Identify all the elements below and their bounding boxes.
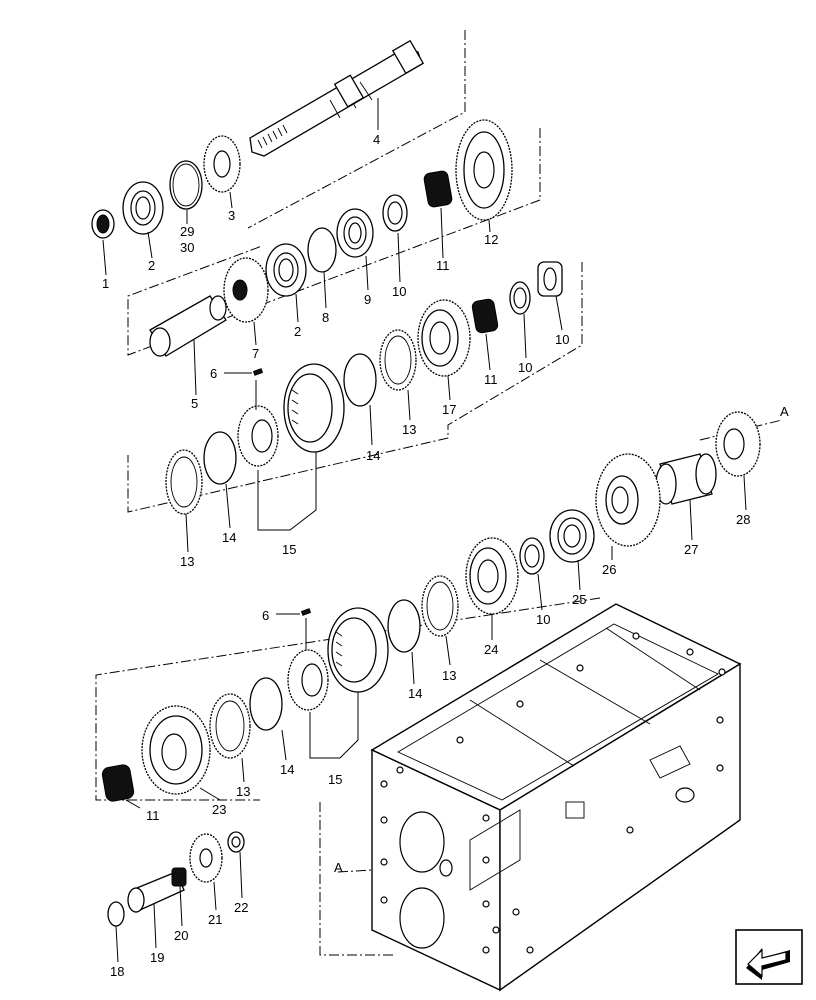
bearing-25 xyxy=(549,509,595,591)
callout-labels: 1 2 29 30 3 4 12 11 9 10 8 2 7 5 6 10 10… xyxy=(102,132,789,979)
callout-10: 10 xyxy=(392,284,406,299)
gear-23 xyxy=(141,705,221,801)
callout-29: 29 xyxy=(180,224,194,239)
gear-17 xyxy=(417,299,471,401)
callout-17: 17 xyxy=(442,402,456,417)
transmission-housing xyxy=(370,603,742,992)
callout-26: 26 xyxy=(602,562,616,577)
callout-28: 28 xyxy=(736,512,750,527)
gear-24 xyxy=(465,537,519,640)
callout-9: 9 xyxy=(364,292,371,307)
callout-12: 12 xyxy=(484,232,498,247)
callout-15: 15 xyxy=(282,542,296,557)
gear-28 xyxy=(715,411,761,511)
bushing-27 xyxy=(655,453,717,541)
shaft-19 xyxy=(127,871,185,949)
gear-3 xyxy=(203,135,241,209)
gear-7 xyxy=(223,257,269,346)
callout-20: 20 xyxy=(174,928,188,943)
callout-11: 11 xyxy=(436,258,450,273)
callout-10: 10 xyxy=(536,612,550,627)
bearing-9 xyxy=(336,208,374,291)
pin-6b xyxy=(276,608,312,616)
return-arrow-icon[interactable] xyxy=(735,929,803,985)
bearing-2-mid xyxy=(265,243,307,323)
bushing-10d xyxy=(519,537,545,611)
callout-11: 11 xyxy=(146,808,160,823)
callout-14: 14 xyxy=(366,448,380,463)
callout-8: 8 xyxy=(322,310,329,325)
sync-ring-13b xyxy=(165,449,203,553)
needle-bearing-11b xyxy=(471,298,499,371)
callout-10: 10 xyxy=(555,332,569,347)
callout-11: 11 xyxy=(484,372,498,387)
callout-21: 21 xyxy=(208,912,222,927)
snap-ring-18 xyxy=(107,901,125,963)
callout-13: 13 xyxy=(442,668,456,683)
sync-ring-13d xyxy=(209,693,251,783)
callout-3: 3 xyxy=(228,208,235,223)
sync-ring-13a xyxy=(379,329,417,421)
callout-14: 14 xyxy=(222,530,236,545)
hub-15a xyxy=(237,380,317,531)
callout-7: 7 xyxy=(252,346,259,361)
gear-12 xyxy=(455,119,513,233)
callout-13: 13 xyxy=(180,554,194,569)
sync-ring-13c xyxy=(421,575,459,666)
callout-4: 4 xyxy=(373,132,380,147)
snap-ring-14a xyxy=(343,353,377,446)
callout-22: 22 xyxy=(234,900,248,915)
callout-2: 2 xyxy=(294,324,301,339)
callout-15: 15 xyxy=(328,772,342,787)
callout-14: 14 xyxy=(280,762,294,777)
callout-10: 10 xyxy=(518,360,532,375)
callout-6: 6 xyxy=(210,366,217,381)
bushing-10c xyxy=(537,261,563,331)
bushing-22 xyxy=(227,831,245,899)
callout-27: 27 xyxy=(684,542,698,557)
bearing-2-top xyxy=(122,181,164,259)
housing-bolt-holes xyxy=(380,632,726,954)
needle-bearing-11c xyxy=(101,764,141,809)
needle-bearing-20 xyxy=(171,867,187,927)
pin-6a xyxy=(224,368,264,376)
callout-13: 13 xyxy=(402,422,416,437)
callout-6: 6 xyxy=(262,608,269,623)
bushing-10b xyxy=(509,281,531,359)
callout-24: 24 xyxy=(484,642,498,657)
needle-bearing-11a xyxy=(423,170,453,259)
snap-ring-29 xyxy=(169,160,203,224)
coupler-15b xyxy=(327,607,389,693)
callout-1: 1 xyxy=(102,276,109,291)
main-shaft xyxy=(249,39,425,157)
callout-2: 2 xyxy=(148,258,155,273)
callout-23: 23 xyxy=(212,802,226,817)
callout-25: 25 xyxy=(572,592,586,607)
callout-5: 5 xyxy=(191,396,198,411)
snap-ring-8 xyxy=(307,227,337,309)
snap-ring-14b xyxy=(203,431,237,529)
callout-14: 14 xyxy=(408,686,422,701)
callout-13: 13 xyxy=(236,784,250,799)
callout-A: A xyxy=(334,860,343,875)
bushing-10a xyxy=(382,194,408,283)
snap-ring-14d xyxy=(249,677,287,761)
callout-19: 19 xyxy=(150,950,164,965)
coupler-15a xyxy=(283,363,345,453)
callout-30: 30 xyxy=(180,240,194,255)
seal-1 xyxy=(91,209,115,276)
snap-ring-14c xyxy=(387,599,421,685)
gear-21 xyxy=(189,833,223,911)
sleeve-5 xyxy=(149,295,227,396)
hub-15b xyxy=(287,618,359,759)
callout-18: 18 xyxy=(110,964,124,979)
gear-26 xyxy=(595,453,661,560)
callout-A: A xyxy=(780,404,789,419)
